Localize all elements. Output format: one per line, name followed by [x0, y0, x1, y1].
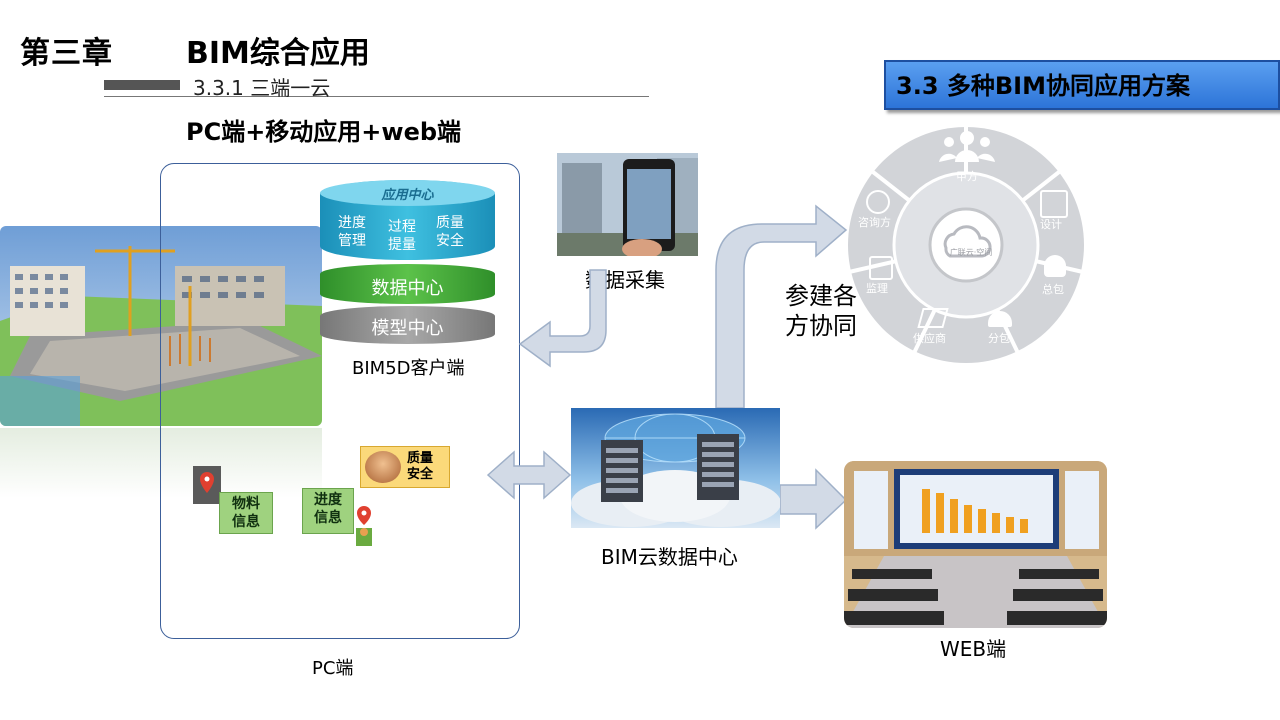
progress-info-label: 进度信息: [314, 492, 342, 526]
quantity-takeoff-label: 过程提量: [388, 219, 416, 253]
quality-safety-callout: 质量安全: [360, 446, 450, 488]
quality-safety-label: 质量安全: [436, 215, 464, 249]
flow-arrows: [486, 204, 848, 530]
worker-pin-icon: [352, 504, 376, 552]
data-center-label: 数据中心: [371, 278, 444, 299]
mode-title: PC端+移动应用+web端: [186, 118, 462, 146]
party-design-label: 设计: [1040, 218, 1062, 231]
collaboration-wheel: [848, 125, 1084, 363]
cloud-to-web-arrow: [779, 468, 848, 530]
consultant-icon: [866, 190, 890, 214]
web-control-room-image: [844, 461, 1107, 628]
construction-site-image: [0, 226, 322, 426]
mobile-capture-image: [557, 153, 698, 256]
party-supervisor-label: 监理: [866, 282, 888, 295]
owner-icon: [935, 128, 999, 164]
party-supplier-label: 供应商: [913, 332, 946, 345]
data-center-cylinder: 数据中心: [320, 264, 495, 304]
model-center-label: 模型中心: [371, 318, 444, 339]
progress-management-label: 进度管理: [338, 215, 366, 249]
chapter-title: BIM综合应用: [186, 36, 370, 71]
app-center-label: 应用中心: [381, 188, 434, 203]
map-pin-icon: [193, 466, 221, 508]
section-title: 3.3 多种BIM协同应用方案: [896, 72, 1190, 100]
collab-label-line2: 方协同: [785, 312, 857, 340]
collab-center-label: 广联云·空间: [949, 248, 993, 257]
progress-info-callout: 进度信息: [302, 488, 354, 534]
design-icon: [1040, 190, 1068, 218]
subsection-underline: [104, 96, 649, 97]
collab-label-line1: 参建各: [785, 282, 857, 310]
subcontractor-icon: [988, 311, 1012, 327]
material-info-label: 物料信息: [232, 496, 260, 530]
party-subcontractor-label: 分包: [988, 332, 1010, 345]
chapter-number: 第三章: [20, 36, 113, 71]
pc-client-frame: [160, 163, 520, 639]
mobile-to-client-arrow: [518, 269, 607, 368]
party-consultant-label: 咨询方: [858, 216, 891, 229]
subsection-bar: [104, 80, 180, 90]
subsection-title: 3.3.1 三端一云: [193, 76, 331, 100]
party-contractor-label: 总包: [1042, 283, 1064, 296]
pc-cloud-double-arrow: [486, 450, 572, 500]
site-image-reflection: [0, 428, 322, 498]
cloud-to-collab-arrow: [715, 204, 848, 409]
contractor-icon: [1044, 255, 1066, 277]
supplier-icon: [917, 308, 949, 328]
cloud-datacenter-image: [571, 408, 781, 528]
model-center-cylinder: 模型中心: [320, 306, 495, 344]
material-info-callout: 物料信息: [219, 492, 273, 534]
pc-caption: PC端: [312, 658, 354, 679]
app-center-cylinder: 应用中心 进度管理 过程提量 质量安全: [320, 180, 495, 260]
cloud-caption: BIM云数据中心: [601, 545, 738, 569]
section-banner: [884, 60, 1280, 110]
bim5d-client-caption: BIM5D客户端: [352, 358, 465, 379]
web-caption: WEB端: [940, 637, 1007, 661]
party-owner-label: 甲方: [956, 170, 978, 183]
worker-avatar: [365, 451, 401, 483]
supervisor-icon: [869, 256, 893, 280]
quality-safety-callout-label: 质量安全: [407, 451, 434, 482]
